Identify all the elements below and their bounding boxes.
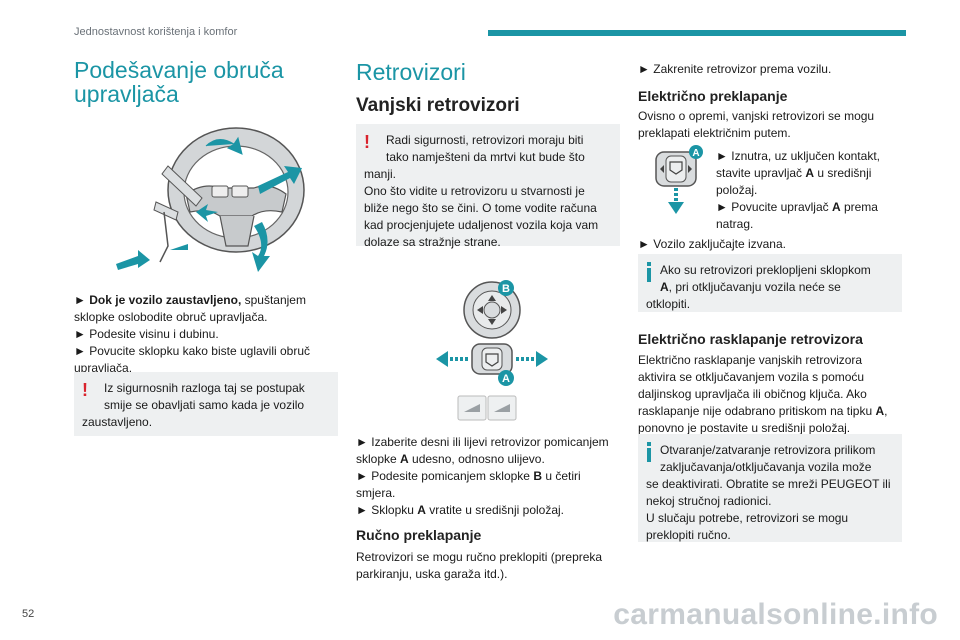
electric-unfold-text: Električno rasklapanje vanjskih retroviz… [638,353,888,435]
watermark-text: carmanualsonline.info [613,598,938,631]
left-mirror-icon [464,404,480,412]
arrow-left-icon [477,306,483,314]
fold-control-illustration: A [655,145,703,214]
unfold-info-box: Otvaranje/zatvaranje retrovizora priliko… [638,434,902,542]
label-a: A [502,373,510,385]
fold-steps: ► Iznutra, uz uključen kontakt, stavite … [716,149,880,231]
steering-wheel-illustration [116,127,305,272]
warning-icon: ! [82,380,88,400]
mirror-icon [485,353,499,367]
label-b: B [502,283,510,295]
label-a-badge [689,145,703,159]
arrow-right-icon [501,306,507,314]
manual-fold-text: Retrovizori se mogu ručno preklopiti (pr… [356,550,603,581]
running-header: Jednostavnost korištenja i komfor [74,26,238,38]
label-a-badge [498,370,514,386]
mirror-control-illustration: B A [436,280,548,421]
label-b-badge [498,280,514,296]
subsection-title-outside-mirrors: Vanjski retrovizori [356,95,520,116]
warning-icon: ! [364,132,370,152]
arrow-down-teal-icon [668,202,684,214]
section-title-mirrors: Retrovizori [356,59,466,85]
mirror-icon [669,161,683,175]
section-title-steering: Podešavanje obruča upravljača [74,57,284,107]
arrow-right-teal-icon [536,351,548,367]
label-a: A [692,148,699,159]
steering-steps: ► Dok je vozilo zaustavljeno, spuštanjem… [74,293,311,375]
electric-fold-intro: Ovisno o opremi, vanjski retrovizori se … [638,109,875,140]
heading-electric-fold: Električno preklapanje [638,88,788,104]
steering-warning-box: ! Iz sigurnosnih razloga taj se postupak… [74,372,338,436]
info-icon [647,262,651,282]
arrow-down-icon [488,319,496,325]
page-number: 52 [22,608,35,620]
top-step: ► Zakrenite retrovizor prema vozilu. [638,62,832,76]
mirror-adjust-steps: ► Izaberite desni ili lijevi retrovizor … [356,435,609,517]
arrow-up-icon [488,295,496,301]
heading-electric-unfold: Električno rasklapanje retrovizora [638,331,863,347]
heading-manual-fold: Ručno preklapanje [356,527,482,543]
right-mirror-icon [494,404,510,412]
arrow-left-teal-icon [436,351,448,367]
fold-info-box: Ako su retrovizori preklopljeni sklopkom… [638,254,902,312]
info-icon [647,442,651,462]
mirrors-warning-box: ! Radi sigurnosti, retrovizori moraju bi… [356,124,620,249]
header-accent-bar [488,30,906,36]
lock-step: ► Vozilo zaključajte izvana. [638,237,786,251]
